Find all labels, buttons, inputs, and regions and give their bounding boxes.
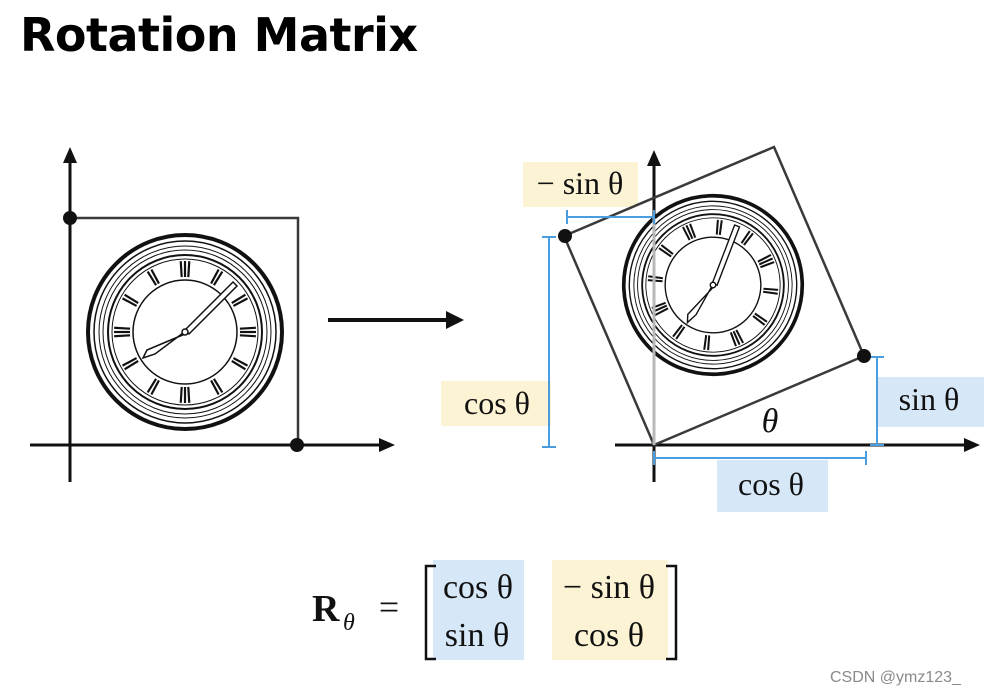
left-axes xyxy=(30,147,395,482)
corner-point xyxy=(558,229,572,243)
sin-right-highlight xyxy=(878,377,984,427)
corner-point xyxy=(857,349,871,363)
corner-point xyxy=(63,211,77,225)
measurement-brackets xyxy=(542,210,884,465)
page-title: Rotation Matrix xyxy=(20,8,418,62)
cos-left-label: cos θ xyxy=(464,385,530,421)
matrix-col2-highlight xyxy=(552,560,668,660)
left-bracket xyxy=(424,564,436,661)
neg-sin-label: − sin θ xyxy=(537,165,624,201)
matrix-cell-2-2: cos θ xyxy=(574,617,644,654)
rotation-subscript: θ xyxy=(343,610,355,636)
cos-bottom-label: cos θ xyxy=(738,466,804,502)
cos-left-highlight xyxy=(441,381,551,426)
theta-label: θ xyxy=(762,403,779,440)
neg-sin-highlight xyxy=(523,162,638,207)
watermark: CSDN @ymz123_ xyxy=(830,669,962,686)
sin-right-label: sin θ xyxy=(899,381,960,417)
matrix-col1-highlight xyxy=(433,560,524,660)
left-square xyxy=(70,216,300,445)
clock-face-icon xyxy=(86,233,284,431)
rotated-square xyxy=(562,145,866,447)
right-arrow-icon xyxy=(328,311,464,329)
equals-sign: = xyxy=(379,587,399,627)
rotation-symbol: R xyxy=(312,588,340,630)
matrix-cell-1-1: cos θ xyxy=(443,569,513,606)
right-bracket xyxy=(666,564,678,661)
matrix-cell-1-2: − sin θ xyxy=(563,569,655,606)
corner-point xyxy=(290,438,304,452)
matrix-cell-2-1: sin θ xyxy=(445,617,509,654)
cos-bottom-highlight xyxy=(717,460,828,512)
